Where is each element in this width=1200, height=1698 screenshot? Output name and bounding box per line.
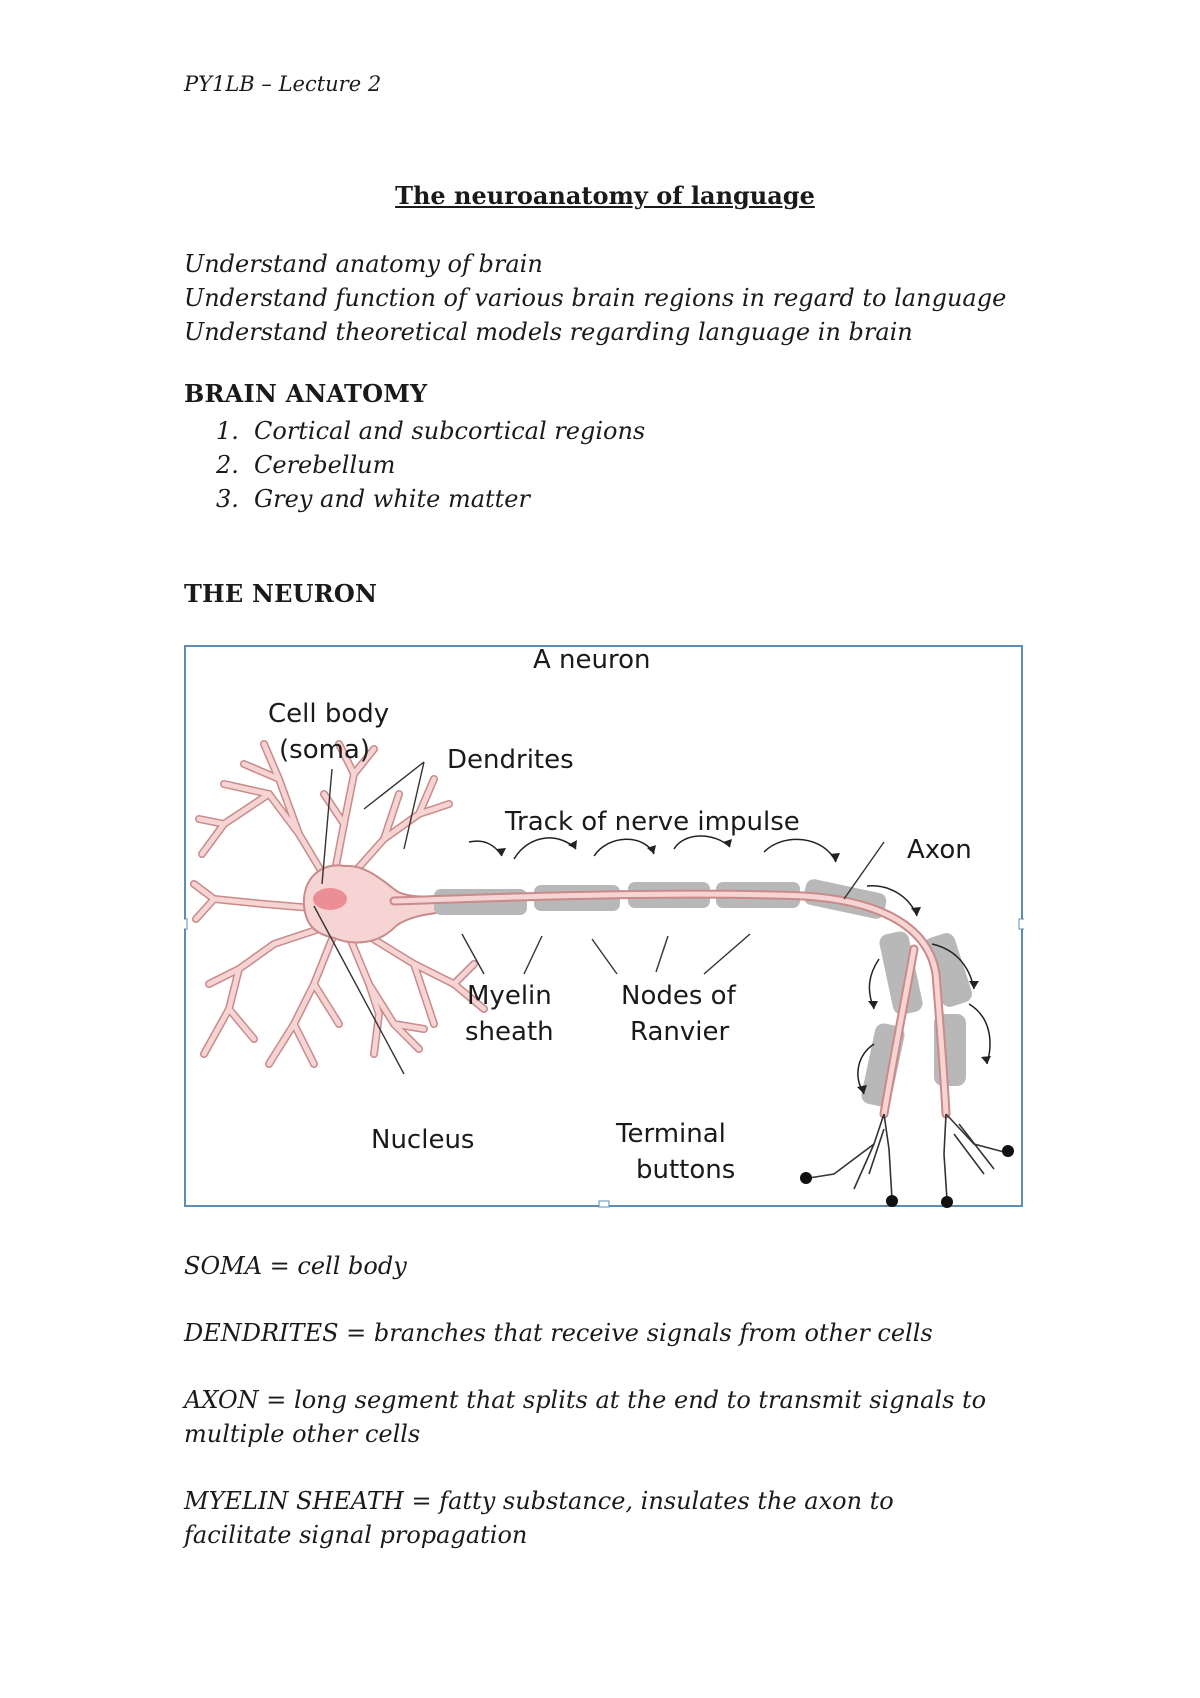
label-sheath: sheath <box>465 1017 554 1047</box>
frame-handle <box>184 918 188 930</box>
definition-item: DENDRITES = branches that receive signal… <box>184 1316 1004 1350</box>
objective-item: Understand anatomy of brain <box>184 250 543 278</box>
list-number: 2. <box>216 451 239 479</box>
axon-shape <box>391 891 949 1117</box>
list-item: 3. Grey and white matter <box>216 482 645 516</box>
definition-text: branches that receive signals from other… <box>373 1319 933 1347</box>
frame-handle <box>598 1200 610 1208</box>
label-ranvier: Ranvier <box>630 1017 730 1047</box>
definitions: SOMA = cell body DENDRITES = branches th… <box>184 1249 1004 1585</box>
label-soma: (soma) <box>279 735 370 765</box>
page-header: PY1LB – Lecture 2 <box>184 72 382 96</box>
definition-item: SOMA = cell body <box>184 1249 1004 1283</box>
label-axon: Axon <box>907 835 972 865</box>
label-buttons: buttons <box>636 1155 735 1185</box>
list-text: Cerebellum <box>254 451 396 479</box>
definition-term: AXON <box>184 1386 259 1414</box>
neuron-heading: THE NEURON <box>184 579 378 608</box>
dendrites-shape <box>190 740 488 1068</box>
figure-title: A neuron <box>533 645 651 675</box>
list-item: 2. Cerebellum <box>216 448 645 482</box>
frame-handle <box>1018 918 1024 930</box>
label-nodes-of: Nodes of <box>621 981 737 1011</box>
definition-separator: = <box>258 1386 295 1414</box>
list-text: Grey and white matter <box>254 485 530 513</box>
brain-anatomy-list: 1. Cortical and subcortical regions 2. Cer… <box>216 414 645 516</box>
objective-item: Understand theoretical models regarding … <box>184 318 913 346</box>
list-number: 1. <box>216 417 239 445</box>
label-terminal: Terminal <box>615 1119 726 1149</box>
impulse-arrowheads <box>496 839 991 1094</box>
definition-text: long segment that splits at the end to t… <box>184 1386 987 1448</box>
brain-anatomy-heading: BRAIN ANATOMY <box>184 379 428 408</box>
label-myelin: Myelin <box>467 981 552 1011</box>
terminal-branches <box>808 1113 1005 1201</box>
learning-objectives: Understand anatomy of brain Understand f… <box>184 247 1006 349</box>
axon-branch-shape <box>881 946 917 1117</box>
definition-separator: = <box>338 1319 374 1347</box>
label-nucleus: Nucleus <box>371 1125 474 1155</box>
document-title: The neuroanatomy of language <box>395 181 815 210</box>
list-item: 1. Cortical and subcortical regions <box>216 414 645 448</box>
definition-text: cell body <box>297 1252 407 1280</box>
objective-item: Understand function of various brain reg… <box>184 284 1007 312</box>
label-cell-body: Cell body <box>268 699 389 729</box>
definition-item: AXON = long segment that splits at the e… <box>184 1383 1004 1451</box>
list-number: 3. <box>216 485 239 513</box>
label-track-of-nerve-impulse: Track of nerve impulse <box>504 807 800 837</box>
definition-separator: = <box>403 1487 440 1515</box>
terminal-buttons-shape <box>800 1145 1014 1208</box>
list-text: Cortical and subcortical regions <box>254 417 646 445</box>
definition-text: fatty substance, insulates the axon to f… <box>184 1487 894 1549</box>
definition-term: SOMA <box>184 1252 263 1280</box>
definition-separator: = <box>262 1252 298 1280</box>
neuron-figure: A neuron Cell body (soma) Dendrites Trac… <box>184 645 1024 1208</box>
definition-term: DENDRITES <box>184 1319 339 1347</box>
definition-item: MYELIN SHEATH = fatty substance, insulat… <box>184 1484 1004 1552</box>
definition-term: MYELIN SHEATH <box>184 1487 404 1515</box>
label-dendrites: Dendrites <box>447 745 574 775</box>
nucleus-shape <box>313 888 347 910</box>
label-leader-lines <box>313 761 885 1075</box>
